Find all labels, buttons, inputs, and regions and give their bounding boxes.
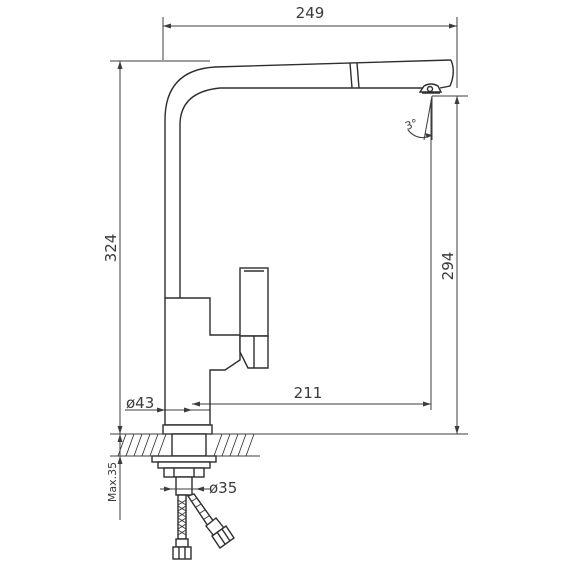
dimension-overall-width: 249 (162, 4, 458, 88)
dimension-max-thickness: Max.35 (106, 434, 123, 520)
faucet-body (162, 59, 454, 435)
dimension-spout-height: 294 (214, 95, 468, 435)
shank-diameter-label: ø35 (209, 479, 237, 497)
dimension-spout-reach: 211 (192, 100, 432, 410)
spout-height-label: 294 (439, 252, 457, 281)
body-diameter-label: ø43 (126, 394, 154, 412)
overall-width-label: 249 (296, 4, 325, 22)
dimension-overall-height: 324 (102, 60, 210, 435)
overall-height-label: 324 (102, 234, 120, 263)
spout-reach-label: 211 (294, 384, 323, 402)
dimension-shank-diameter: ø35 (160, 479, 237, 497)
dimension-body-diameter: ø43 (125, 394, 211, 418)
dimension-spout-angle: 3° (403, 95, 433, 141)
countertop-section (110, 433, 260, 457)
supply-hoses (172, 493, 235, 560)
spout-angle-label: 3° (403, 116, 419, 132)
max-thickness-label: Max.35 (106, 462, 119, 502)
mounting-hardware (151, 455, 217, 496)
